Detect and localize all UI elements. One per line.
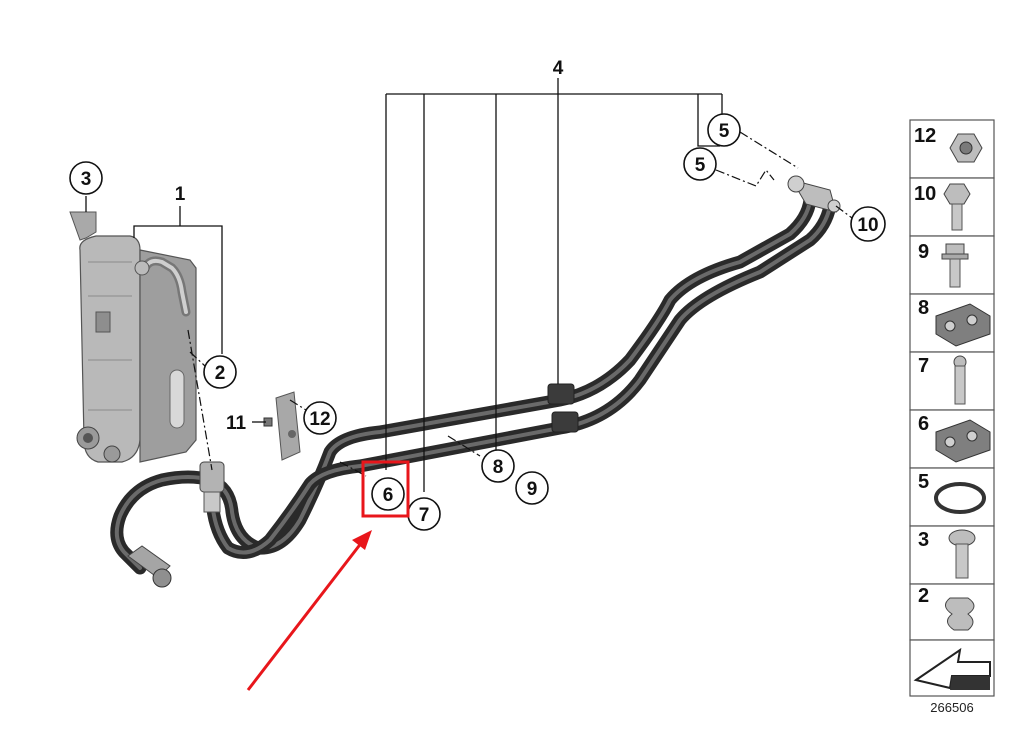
bracket	[263, 391, 301, 461]
label-1: 1	[175, 184, 186, 205]
callout-10: 10	[850, 206, 886, 242]
callout-12-bracket: 12	[303, 401, 337, 435]
callout-5-upper-label: 5	[719, 121, 730, 142]
legend-num-12: 12	[914, 125, 936, 147]
callout-7-label: 7	[419, 505, 430, 526]
callout-5-lower-label: 5	[695, 155, 706, 176]
oil-cooler	[69, 211, 197, 463]
hose-clamp-icon	[935, 419, 991, 463]
red-arrow	[246, 530, 372, 691]
label-11: 11	[226, 413, 247, 434]
callout-12-label: 12	[309, 409, 330, 430]
callout-7: 7	[407, 497, 441, 531]
callout-10-label: 10	[857, 215, 878, 236]
callout-9-label: 9	[527, 479, 538, 500]
forward-arrow-icon	[913, 647, 991, 690]
legend-num-6: 6	[918, 413, 929, 435]
callout-5-lower: 5	[683, 147, 717, 181]
flange-bolt-icon	[941, 243, 969, 288]
hose-clip-icon	[945, 597, 975, 631]
callout-2: 2	[203, 355, 237, 389]
diagram-id: 266506	[930, 700, 973, 715]
hex-bolt-icon	[943, 183, 971, 231]
legend-num-10: 10	[914, 183, 936, 205]
callout-3-top: 3	[69, 161, 103, 195]
callout-9: 9	[515, 471, 549, 505]
callout-5-upper: 5	[707, 113, 741, 147]
callout-8-label: 8	[493, 457, 504, 478]
callout-8: 8	[481, 449, 515, 483]
parts-legend: 12 10 9 8 7 6 5 3 2	[909, 119, 995, 697]
screw-icon	[948, 529, 976, 579]
legend-num-8: 8	[918, 297, 929, 319]
o-ring-icon	[934, 482, 986, 514]
label-4: 4	[553, 58, 564, 79]
leader-lines	[85, 78, 853, 492]
callout-2-label: 2	[215, 363, 226, 384]
callout-3-top-label: 3	[81, 169, 92, 190]
callout-6-label: 6	[383, 485, 394, 506]
hex-nut-icon	[949, 133, 983, 163]
legend-cell-5	[909, 467, 995, 527]
callout-6: 6	[371, 477, 405, 511]
hose-assembly	[110, 175, 841, 588]
legend-num-3: 3	[918, 529, 929, 551]
legend-num-9: 9	[918, 241, 929, 263]
legend-num-2: 2	[918, 585, 929, 607]
legend-num-5: 5	[918, 471, 929, 493]
highlight-box	[361, 460, 410, 518]
legend-num-7: 7	[918, 355, 929, 377]
hose-clamp-block-icon	[935, 303, 991, 347]
pin-bolt-icon	[953, 355, 967, 405]
